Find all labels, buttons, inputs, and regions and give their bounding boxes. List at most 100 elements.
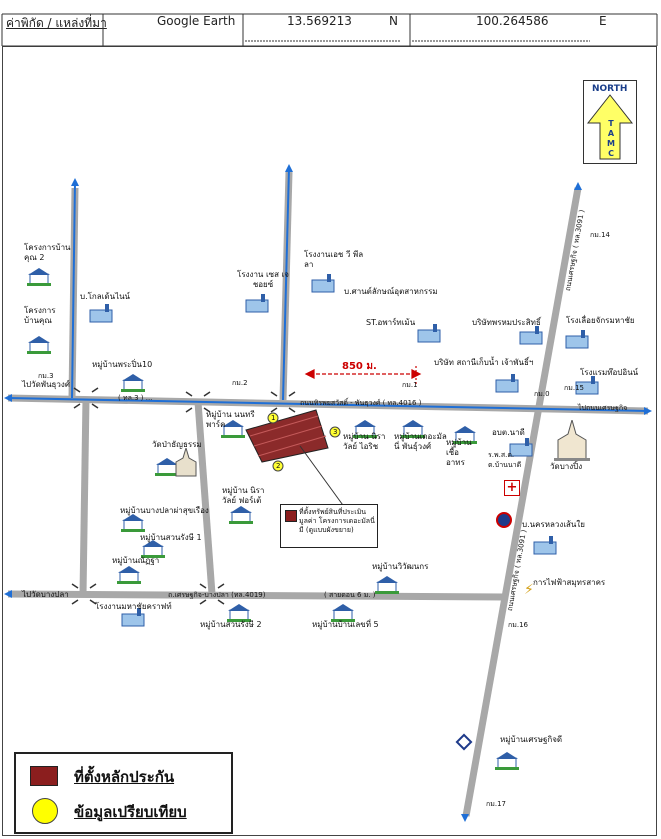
latitude-value: 13.569213 [287, 14, 352, 28]
longitude-value: 100.264586 [476, 14, 549, 28]
map-legend: ที่ตั้งหลักประกัน ข้อมูลเปรียบเทียบ [14, 752, 233, 834]
factory-icon [311, 274, 335, 293]
marker-1: 1 [271, 414, 276, 422]
distance-arrow [304, 366, 422, 384]
lightning-icon: ⚡ [524, 582, 534, 598]
comparable-markers [267, 412, 341, 472]
road-label-main: ถนนทิรพยสวัสดิ์ - พันธุวงศ์ ( ทล.4016 ) [300, 399, 422, 407]
km-marker-14: กม.14 [590, 231, 610, 239]
marker-3: 3 [333, 428, 338, 436]
factory-icon [121, 608, 145, 627]
legend-collateral-label: ที่ตั้งหลักประกัน [74, 768, 175, 786]
place-label-13: หมู่บ้าน นิราวัลย์ ไอริช [343, 432, 386, 451]
north-letter-t: T [608, 119, 614, 128]
road-label-west: ไปวัดพันธุวงศ์ [22, 380, 70, 389]
km-marker-16: กม.16 [508, 621, 528, 629]
target-callout-text: ที่ตั้งทรัพย์สินที่ประเมินมูลค่า โครงการ… [299, 508, 375, 534]
distance-label: 850 ม. [342, 361, 377, 372]
road-label-code: ( ทล.3 ) ... [118, 394, 153, 402]
north-label: NORTH [592, 84, 628, 94]
village-icon [331, 604, 355, 622]
place-label-25: บ.นครหลวงเส้นใย [522, 520, 585, 529]
place-label-20: วัดป่าธัญธรรม [152, 440, 202, 449]
north-arrow: NORTH T A M C [583, 80, 637, 164]
target-parcel [245, 409, 346, 509]
place-label-9: โรงเลื่อยจักรมหาชัย [566, 316, 635, 325]
factory-icons [89, 274, 599, 627]
road-end-arrows [4, 164, 652, 822]
place-label-4: โรงงาน เซส เจ ชอยซ์ [237, 270, 289, 289]
village-icon [401, 420, 425, 438]
village-icon [27, 268, 51, 286]
village-icon [229, 506, 253, 524]
village-icons [27, 268, 519, 770]
place-label-17: ร.พ.ส.ต. [488, 451, 515, 459]
north-letter-c: C [608, 149, 614, 158]
target-callout: ที่ตั้งทรัพย์สินที่ประเมินมูลค่า โครงการ… [280, 504, 378, 548]
road-label-south-right: ( สายดอน 6 ม. ) [324, 591, 376, 599]
place-label-7: ST.อพาร์ทเม้น [366, 318, 416, 327]
place-label-12: หมู่บ้าน นนทรีพาร์ค [206, 410, 255, 429]
hospital-icon: + [504, 480, 520, 496]
factory-icon [417, 324, 441, 343]
village-icon [221, 420, 245, 438]
km-marker-3: กม.3 [38, 372, 54, 380]
place-label-29: หมู่บ้านสวนรังษี 2 [200, 620, 262, 629]
place-label-14: หมู่บ้านเดอะมัลนี่ พันธุ์วงศ์ [394, 432, 447, 451]
longitude-dir: E [599, 14, 607, 28]
gas-station-icon [496, 512, 512, 528]
place-label-2: บ.โกลเด้นไนน์ [80, 292, 131, 301]
legend-collateral-swatch [30, 766, 58, 786]
place-label-6: บ.ศานต์ลักษณ์อุตสาหกรรม [344, 287, 438, 296]
km-marker-17: กม.17 [486, 800, 506, 808]
place-label-24: หมู่บ้านณัฏฐา [112, 556, 160, 565]
coordinate-header: ค่าพิกัด / แหล่งที่มา Google Earth 13.56… [0, 0, 661, 46]
km-marker-0: กม.0 [534, 390, 550, 398]
place-label-27: หมู่บ้านวิวัฒนกร [372, 562, 429, 571]
factory-icon [89, 304, 113, 323]
place-label-26: การไฟฟ้าสมุทรสาคร [533, 578, 606, 587]
village-icon [453, 426, 477, 444]
place-label-5: โรงงานเอช วี พีลลา [304, 250, 364, 269]
village-icon [121, 514, 145, 532]
place-label-23: หมู่บ้านสวนรังษี 1 [140, 533, 202, 542]
village-icon [227, 604, 251, 622]
factory-icon [519, 326, 543, 345]
km-marker-1: กม.1 [402, 381, 418, 389]
place-label-21: หมู่บ้าน นิราวัลย์ ฟอร์เต้ [222, 486, 265, 505]
village-icon [375, 576, 399, 594]
road-label-south: ถ.เศรษฐกิจ-บางปลา (ทล.4019) [168, 591, 266, 599]
factory-icon [575, 376, 599, 395]
place-label-3: หมู่บ้านพระปิ่น10 [92, 360, 153, 369]
place-label-11: โรงแรมท๊อปอินน์ [580, 368, 639, 377]
village-icon [141, 540, 165, 558]
place-label-22: หมู่บ้านบางปลาผ่าสุขเรือง [120, 506, 209, 515]
village-icon [121, 374, 145, 392]
place-label-30: หมู่บ้านบ้านเลขที่ 5 [312, 620, 379, 629]
factory-icon [509, 438, 533, 457]
road-caps [71, 387, 296, 605]
source-name: Google Earth [157, 14, 236, 28]
road-centerlines [7, 167, 649, 412]
village-icon [117, 566, 141, 584]
road-label-southwest: ไปวัดบางปลา [22, 590, 69, 599]
village-icon [27, 336, 51, 354]
place-label-31: หมู่บ้านเศรษฐกิจดี [500, 735, 563, 744]
latitude-dir: N [389, 14, 398, 28]
temple-icon-2 [175, 448, 197, 477]
coord-label: ค่าพิกัด / แหล่งที่มา [6, 16, 107, 30]
place-label-1: โครงการบ้านคุณ [24, 306, 56, 325]
place-label-16: อบต.นาดี [492, 428, 525, 437]
north-letter-m: M [607, 139, 615, 148]
factory-icon [533, 536, 557, 555]
village-icon [495, 752, 519, 770]
factory-icon [495, 374, 519, 393]
km-marker-15: กม.15 [564, 384, 584, 392]
north-letter-a: A [607, 129, 615, 138]
target-callout-swatch [285, 510, 297, 522]
legend-comparable-swatch [32, 798, 58, 824]
place-label-28: โรงงานมหาชัยคราฟท์ [95, 602, 172, 611]
marker-2: 2 [276, 462, 281, 470]
